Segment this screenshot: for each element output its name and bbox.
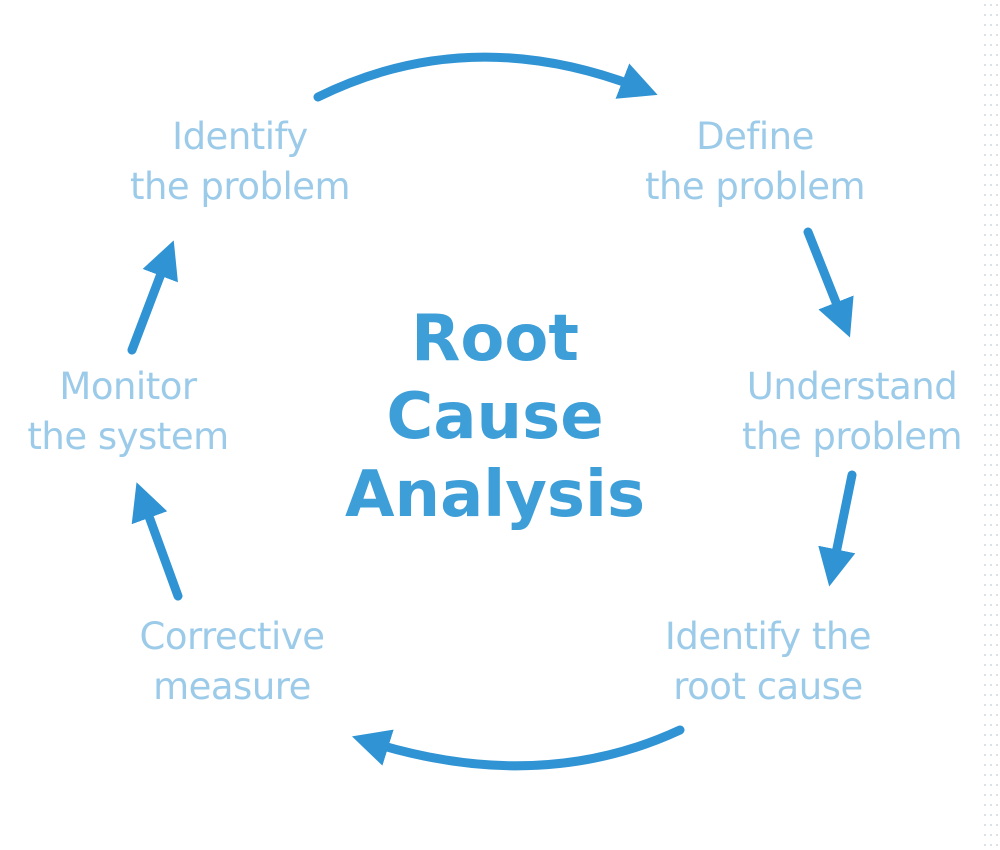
center-title-line: Cause — [386, 380, 604, 454]
step-identify-root-cause: Identify the root cause — [648, 612, 888, 712]
step-label-line: measure — [153, 665, 311, 708]
step-label-line: Monitor — [59, 365, 197, 408]
step-understand-problem: Understand the problem — [732, 362, 972, 462]
step-corrective-measure: Corrective measure — [112, 612, 352, 712]
arrow-define-to-understand — [803, 227, 854, 338]
step-label-line: Identify the — [664, 615, 872, 658]
step-label-line: the problem — [644, 165, 866, 208]
step-label-line: Identify — [172, 115, 308, 158]
center-title: Root Cause Analysis — [330, 300, 660, 534]
arrow-corrective-to-monitor — [131, 482, 183, 601]
step-label-line: Define — [696, 115, 814, 158]
step-define-problem: Define the problem — [635, 112, 875, 212]
center-title-line: Analysis — [344, 458, 646, 532]
step-monitor-system: Monitor the system — [8, 362, 248, 462]
step-label-line: Understand — [746, 365, 958, 408]
step-label-line: root cause — [673, 665, 863, 708]
step-identify-problem: Identify the problem — [120, 112, 360, 212]
step-label-line: Corrective — [139, 615, 326, 658]
arrow-understand-to-rootcause — [818, 470, 857, 587]
edge-dot-pattern — [982, 0, 1000, 850]
center-title-line: Root — [411, 302, 579, 376]
arrow-identify-to-define — [313, 52, 658, 102]
step-label-line: the problem — [741, 415, 963, 458]
arrow-monitor-to-identify — [127, 240, 178, 355]
step-label-line: the problem — [129, 165, 351, 208]
arrow-rootcause-to-corrective — [351, 725, 685, 771]
step-label-line: the system — [27, 415, 229, 458]
